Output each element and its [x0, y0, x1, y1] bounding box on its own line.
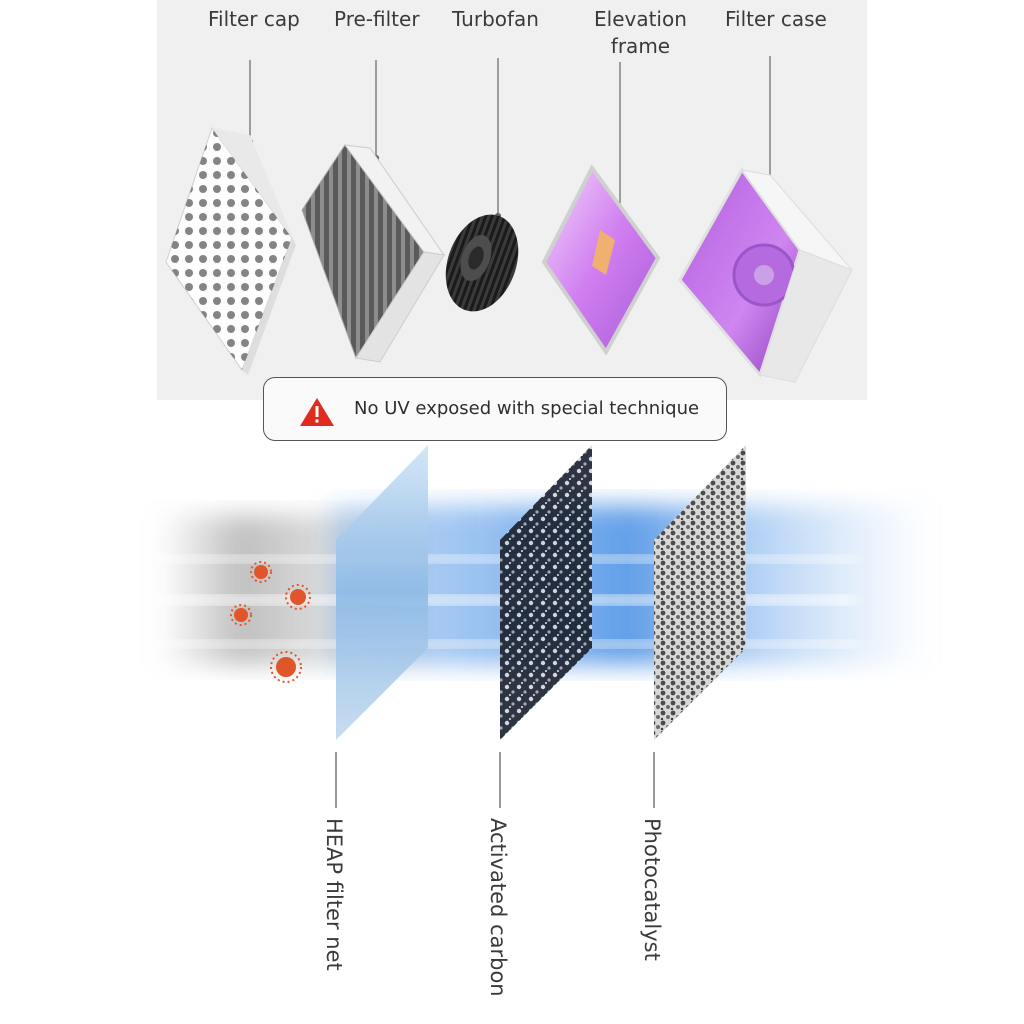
germ-particles — [230, 561, 311, 683]
label-filter-cap: Filter cap — [208, 7, 300, 31]
filter-cap-image — [165, 126, 296, 375]
pre-filter-image — [301, 144, 446, 363]
germ-icon — [230, 604, 252, 626]
filter-case-image — [678, 167, 853, 383]
elevation-frame-image — [541, 164, 661, 356]
germ-icon — [250, 561, 272, 583]
label-pre-filter: Pre-filter — [334, 7, 420, 31]
label-photocatalyst: Photocatalyst — [640, 818, 664, 961]
germ-icon — [270, 651, 302, 683]
label-elevation-frame: Elevation frame — [594, 6, 687, 60]
warning-icon — [300, 398, 334, 426]
notice-text: No UV exposed with special technique — [354, 398, 700, 419]
label-elevation-line2: frame — [610, 34, 671, 58]
uv-notice: No UV exposed with special technique — [263, 377, 727, 441]
label-filter-case: Filter case — [725, 7, 827, 31]
layer-leader-lines — [335, 752, 655, 808]
label-elevation-line1: Elevation — [594, 7, 687, 31]
label-activated-carbon: Activated carbon — [486, 818, 510, 997]
germ-icon — [285, 584, 311, 610]
photocatalyst-layer — [654, 445, 746, 740]
label-turbofan: Turbofan — [452, 7, 539, 31]
activated-carbon-layer — [500, 445, 592, 740]
label-heap-filter: HEAP filter net — [322, 818, 346, 971]
turbofan-image — [445, 214, 519, 312]
heap-filter-layer — [336, 445, 428, 740]
